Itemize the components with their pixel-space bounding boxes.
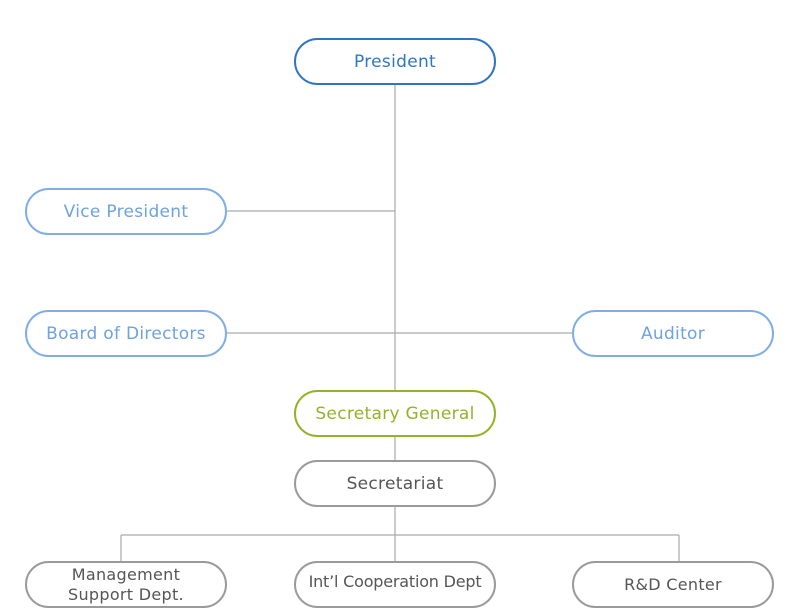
- node-intl-cooperation-dept: Int’l Cooperation Dept: [294, 561, 496, 608]
- node-president: President: [294, 38, 496, 85]
- node-vice-president: Vice President: [25, 188, 227, 235]
- node-rnd-center: R&D Center: [572, 561, 774, 608]
- node-auditor: Auditor: [572, 310, 774, 357]
- node-secretariat: Secretariat: [294, 460, 496, 507]
- node-board-of-directors: Board of Directors: [25, 310, 227, 357]
- node-management-support-dept: Management Support Dept.: [25, 561, 227, 608]
- node-secretary-general: Secretary General: [294, 390, 496, 437]
